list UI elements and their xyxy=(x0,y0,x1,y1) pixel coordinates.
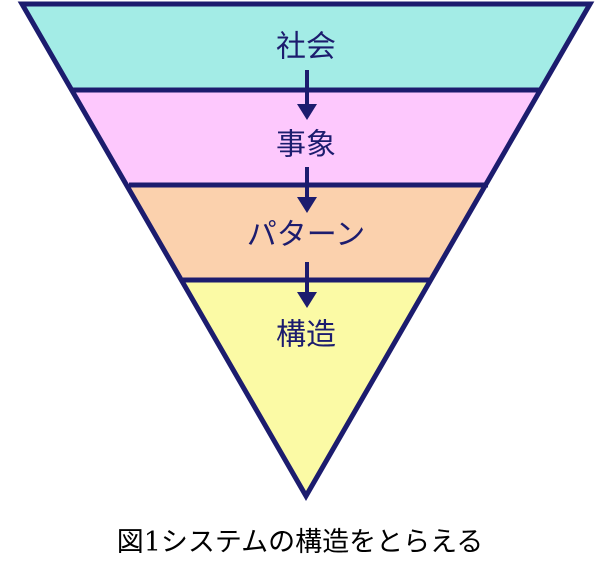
layer-label-society: 社会 xyxy=(276,30,336,65)
layer-structure xyxy=(183,280,432,496)
layer-society xyxy=(22,4,590,90)
layer-label-structure: 構造 xyxy=(276,318,336,353)
layer-patterns xyxy=(129,185,488,280)
arrow-events-to-patterns xyxy=(297,167,317,213)
arrow-patterns-to-structure xyxy=(297,262,317,308)
layer-events xyxy=(72,90,542,185)
arrow-society-to-events xyxy=(297,70,317,120)
pyramid-outline xyxy=(17,1,595,502)
layer-label-events: 事象 xyxy=(276,128,336,163)
inverted-pyramid-diagram: 社会 事象 パターン 構造 xyxy=(17,1,595,502)
layer-label-patterns: パターン xyxy=(247,218,366,253)
figure-caption: 図1システムの構造をとらえる xyxy=(116,527,484,558)
